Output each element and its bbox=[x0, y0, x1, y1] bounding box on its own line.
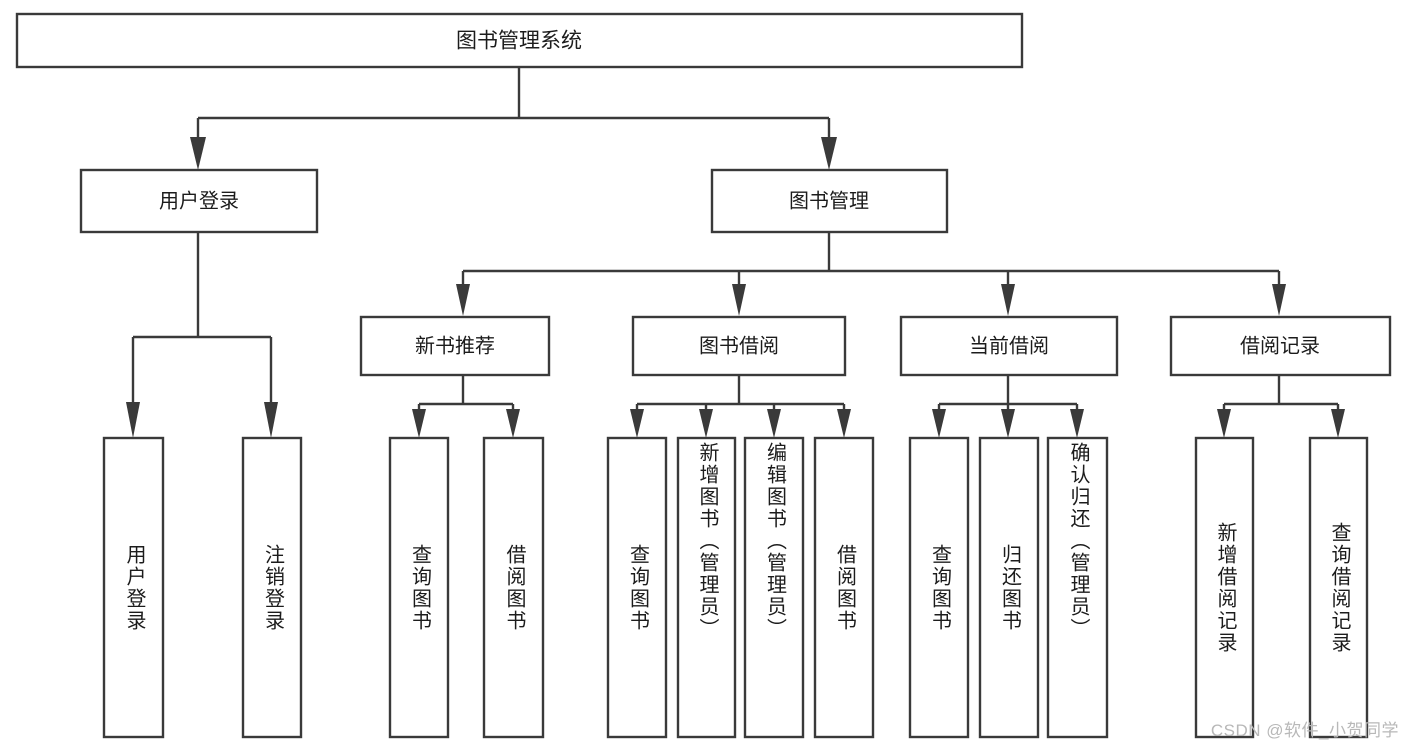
connector-group-current-borrow bbox=[932, 375, 1084, 438]
leaf-cb-confirm-return-box[interactable] bbox=[1046, 436, 1109, 739]
node-borrow-record-box[interactable] bbox=[1169, 315, 1392, 377]
leaf-nbr-borrow-book-box[interactable] bbox=[482, 436, 545, 739]
arrow-head-bb-query-book bbox=[630, 409, 644, 438]
node-root-label: 图书管理系统 bbox=[456, 30, 582, 53]
node-new-book-recommend-box[interactable] bbox=[359, 315, 551, 377]
node-user-login-label: 用户登录 bbox=[159, 189, 239, 212]
arrow-head-book-borrow bbox=[732, 284, 746, 316]
arrow-head-nbr-query-book bbox=[412, 409, 426, 438]
node-book-manage-box[interactable] bbox=[710, 168, 949, 234]
arrow-head-bb-add-book bbox=[699, 409, 713, 438]
connector-group-book-manage bbox=[456, 232, 1286, 316]
arrow-head-user-login bbox=[190, 137, 206, 170]
node-current-borrow-label: 当前借阅 bbox=[969, 334, 1049, 357]
node-current-borrow-box[interactable] bbox=[899, 315, 1119, 377]
arrow-head-cb-query-book bbox=[932, 409, 946, 438]
node-root-box[interactable] bbox=[15, 12, 1024, 69]
leaf-logout-box[interactable] bbox=[241, 436, 303, 739]
leaf-bb-borrow-book-box[interactable] bbox=[813, 436, 875, 739]
connector-group-user-login bbox=[126, 232, 278, 438]
leaf-cb-return-book-box[interactable] bbox=[978, 436, 1040, 739]
node-user-login-box[interactable] bbox=[79, 168, 319, 234]
arrow-head-nbr-borrow-book bbox=[506, 409, 520, 438]
arrow-head-leaf-logout bbox=[264, 402, 278, 438]
node-new-book-recommend-label: 新书推荐 bbox=[415, 334, 495, 357]
arrow-head-book-manage bbox=[821, 137, 837, 170]
leaf-user-login-box[interactable] bbox=[102, 436, 165, 739]
arrow-head-cb-return-book bbox=[1001, 409, 1015, 438]
arrow-head-new-book-recommend bbox=[456, 284, 470, 316]
arrow-head-current-borrow bbox=[1001, 284, 1015, 316]
arrow-head-leaf-user-login bbox=[126, 402, 140, 438]
node-book-borrow-box[interactable] bbox=[631, 315, 847, 377]
node-book-manage-label: 图书管理 bbox=[789, 189, 869, 212]
leaf-bb-add-book-box[interactable] bbox=[676, 436, 737, 739]
connector-group-root bbox=[190, 67, 837, 170]
connector-group-book-borrow bbox=[630, 375, 851, 438]
connector-group-new-book-recommend bbox=[412, 375, 520, 438]
leaf-cb-query-book-box[interactable] bbox=[908, 436, 970, 739]
leaf-bb-query-book-box[interactable] bbox=[606, 436, 668, 739]
leaf-br-query-record-box[interactable] bbox=[1308, 436, 1369, 739]
arrow-head-borrow-record bbox=[1272, 284, 1286, 316]
leaf-br-add-record-box[interactable] bbox=[1194, 436, 1255, 739]
arrow-head-cb-confirm-return bbox=[1070, 409, 1084, 438]
connector-group-borrow-record bbox=[1217, 375, 1345, 438]
arrow-head-bb-borrow-book bbox=[837, 409, 851, 438]
node-borrow-record-label: 借阅记录 bbox=[1240, 334, 1320, 357]
node-book-borrow-label: 图书借阅 bbox=[699, 334, 779, 357]
leaf-bb-edit-book-box[interactable] bbox=[743, 436, 805, 739]
arrow-head-br-query-record bbox=[1331, 409, 1345, 438]
leaf-nbr-query-book-box[interactable] bbox=[388, 436, 450, 739]
watermark: CSDN @软件_小贺同学 bbox=[1210, 721, 1399, 740]
arrow-head-bb-edit-book bbox=[767, 409, 781, 438]
arrow-head-br-add-record bbox=[1217, 409, 1231, 438]
